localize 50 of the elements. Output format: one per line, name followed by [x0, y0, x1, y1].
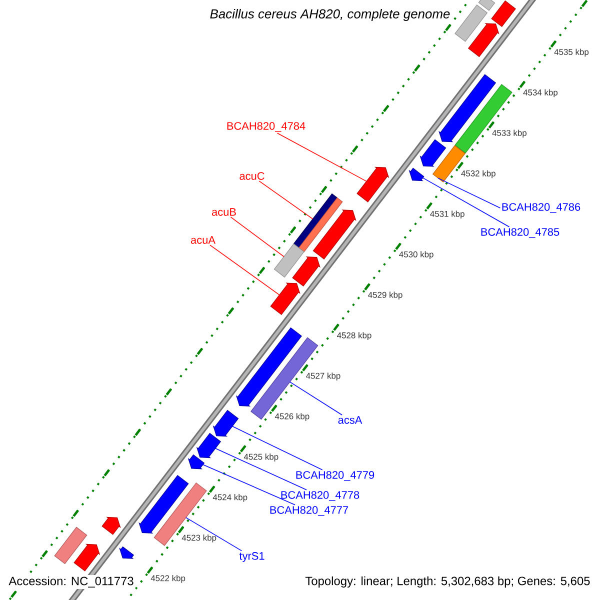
gene-label: acsA — [338, 416, 362, 424]
scale-label: 4523 kbp — [182, 534, 216, 542]
leader-line — [186, 517, 242, 552]
footer-text: Topology: linear; Length: 5,302,683 bp; Genes: 5,605 — [304, 574, 592, 590]
gene-symbol — [468, 23, 500, 58]
gene-label: acuB — [212, 208, 236, 216]
scale-label: 4524 kbp — [212, 494, 248, 502]
scale-label: 4528 kbp — [337, 332, 372, 340]
gene-symbol — [102, 516, 121, 535]
gene-bar — [454, 84, 512, 154]
leader-line — [202, 464, 296, 506]
gene-label: acuC — [240, 172, 264, 180]
gene-label: BCAH820_4777 — [270, 506, 348, 516]
scale-label: 4526 kbp — [274, 413, 310, 421]
leader-line — [422, 177, 510, 228]
scale-label: 4531 kbp — [430, 210, 464, 219]
scale-label: 4533 kbp — [492, 130, 526, 138]
scale-label: 4525 kbp — [244, 454, 278, 462]
gene-symbol — [420, 139, 446, 167]
gene-label: BCAH820_4784 — [227, 122, 306, 132]
gene-bar — [478, 0, 496, 11]
scale-label: 4535 kbp — [554, 48, 589, 57]
leader-line — [276, 132, 367, 182]
leader-line — [230, 216, 284, 258]
scale-label: 4534 kbp — [523, 89, 558, 98]
gene-symbol — [292, 256, 320, 286]
gene-label: BCAH820_4786 — [502, 203, 580, 213]
gene-symbol — [119, 546, 134, 559]
gene-label: BCAH820_4778 — [281, 491, 360, 501]
gene-label: BCAH820_4785 — [481, 228, 560, 238]
scale-label: 4529 kbp — [368, 292, 402, 300]
gene-bar — [54, 526, 88, 564]
scale-label: 4530 kbp — [399, 251, 434, 260]
gene-label: BCAH820_4779 — [296, 471, 374, 481]
leader-line — [290, 382, 342, 416]
leader-line — [232, 426, 323, 470]
scale-label: 4527 kbp — [306, 372, 340, 380]
gene-label: tyrS1 — [239, 552, 264, 562]
gene-symbol — [138, 474, 189, 534]
leader-line — [210, 244, 280, 296]
leader-line — [258, 180, 314, 220]
gene-label: acuA — [190, 236, 216, 244]
gene-symbol — [312, 210, 356, 260]
scale-label: 4522 kbp — [150, 574, 186, 583]
leader-line — [438, 178, 501, 208]
scale-label: 4532 kbp — [461, 170, 496, 178]
footer-text: Accession: NC_011773 — [7, 574, 136, 590]
gene-symbol — [270, 282, 300, 316]
leader-line — [215, 448, 307, 490]
title: Bacillus cereus AH820, complete genome — [210, 8, 450, 22]
